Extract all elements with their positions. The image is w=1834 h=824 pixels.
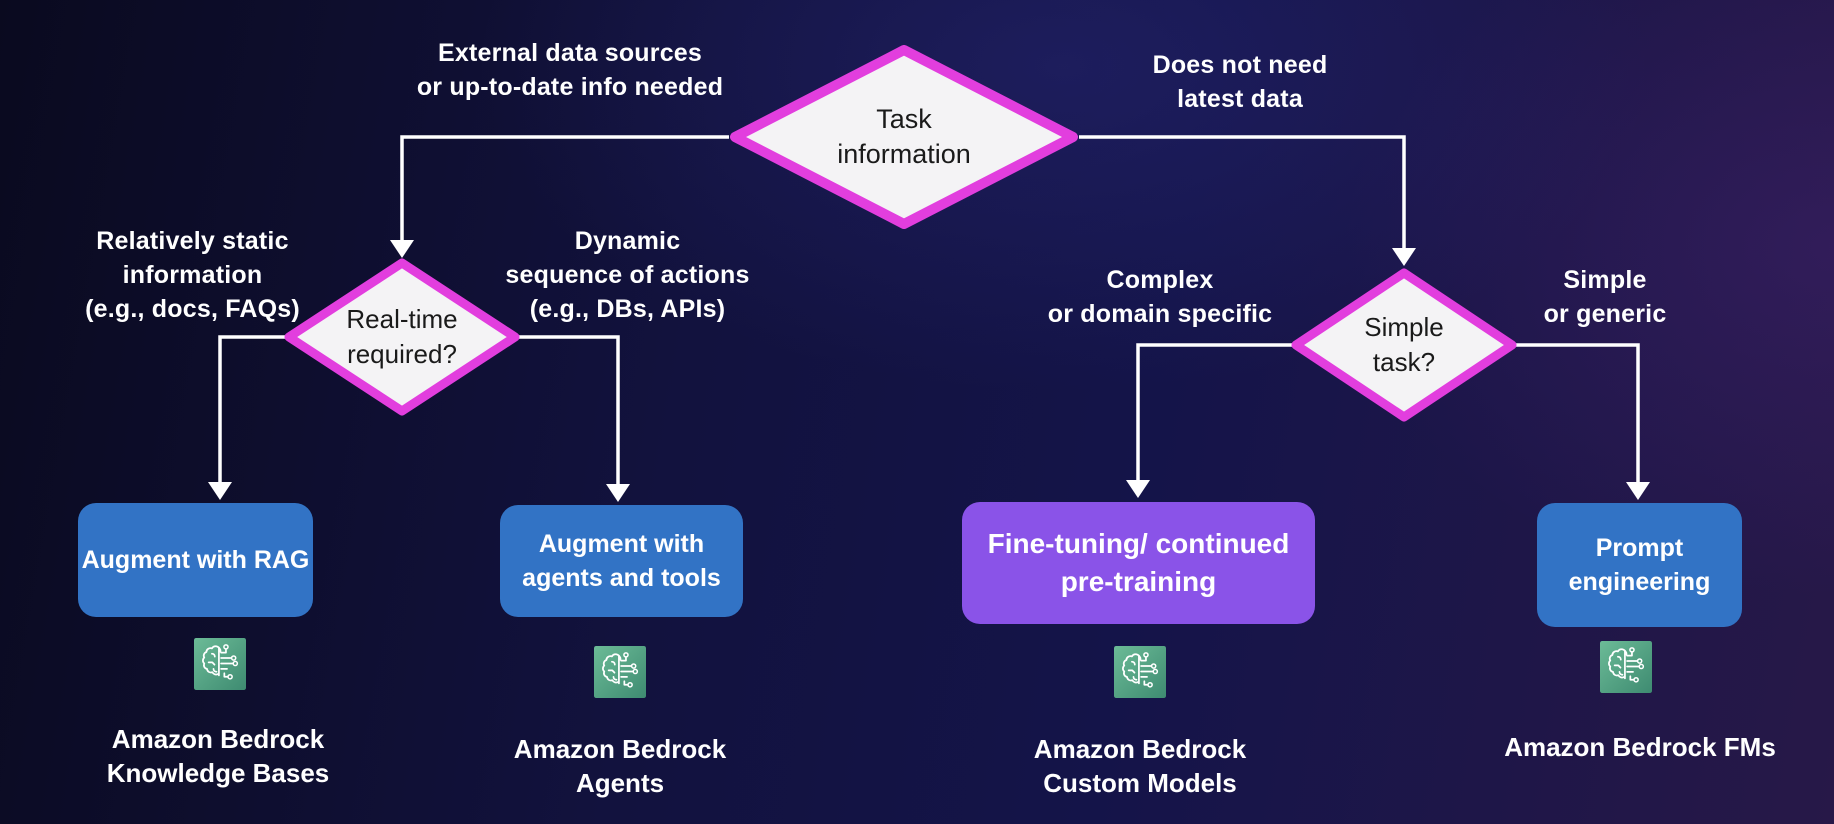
decision-simple-task: Simple task? [1291,268,1517,422]
amazon-bedrock-icon [1600,641,1652,693]
edge-label-no-latest-data: Does not need latest data [1152,51,1328,113]
edge-simple-to-finetune [1136,343,1293,480]
diamond-shape [1291,268,1517,422]
edge-task-to-realtime [400,135,729,240]
edge-label-dynamic-actions: Dynamic sequence of actions (e.g., DBs, … [505,227,750,323]
diamond-shape [284,258,520,416]
amazon-bedrock-icon [1114,646,1166,698]
amazon-bedrock-icon [194,638,246,690]
edge-label-complex: Complex or domain specific [1047,266,1273,328]
service-label-custom-models: Amazon Bedrock Custom Models [1033,734,1247,798]
service-label-knowledge-bases: Amazon Bedrock Knowledge Bases [106,724,330,788]
service-label-fms: Amazon Bedrock FMs [1504,732,1776,762]
action-augment-rag: Augment with RAG [78,503,313,617]
action-prompt-engineering: Prompt engineering [1537,503,1742,627]
amazon-bedrock-icon [594,646,646,698]
decision-task-information: Task information [729,45,1079,229]
arrowhead-icon [390,240,414,258]
diamond-shape [730,45,1078,229]
edge-label-external-data: External data sources or up-to-date info… [416,39,724,101]
edge-label-static-info: Relatively static information (e.g., doc… [85,227,300,323]
arrowhead-icon [1392,248,1416,266]
edge-realtime-to-agents [518,335,620,484]
decision-label: Simple task? [1364,312,1444,377]
decision-label: Task information [837,104,971,169]
arrowhead-icon [208,482,232,500]
edge-label-simple-generic: Simple or generic [1543,266,1667,328]
action-augment-agents: Augment with agents and tools [500,505,743,617]
edge-task-to-simple [1079,135,1406,248]
decision-label: Real-time required? [346,304,458,369]
arrowhead-icon [606,484,630,502]
service-label-agents: Amazon Bedrock Agents [513,734,727,798]
edge-simple-to-prompt [1515,343,1640,482]
action-fine-tuning: Fine-tuning/ continued pre-training [962,502,1315,624]
decision-realtime-required: Real-time required? [284,258,520,416]
arrowhead-icon [1626,482,1650,500]
arrowhead-icon [1126,480,1150,498]
edge-realtime-to-rag [218,335,286,482]
